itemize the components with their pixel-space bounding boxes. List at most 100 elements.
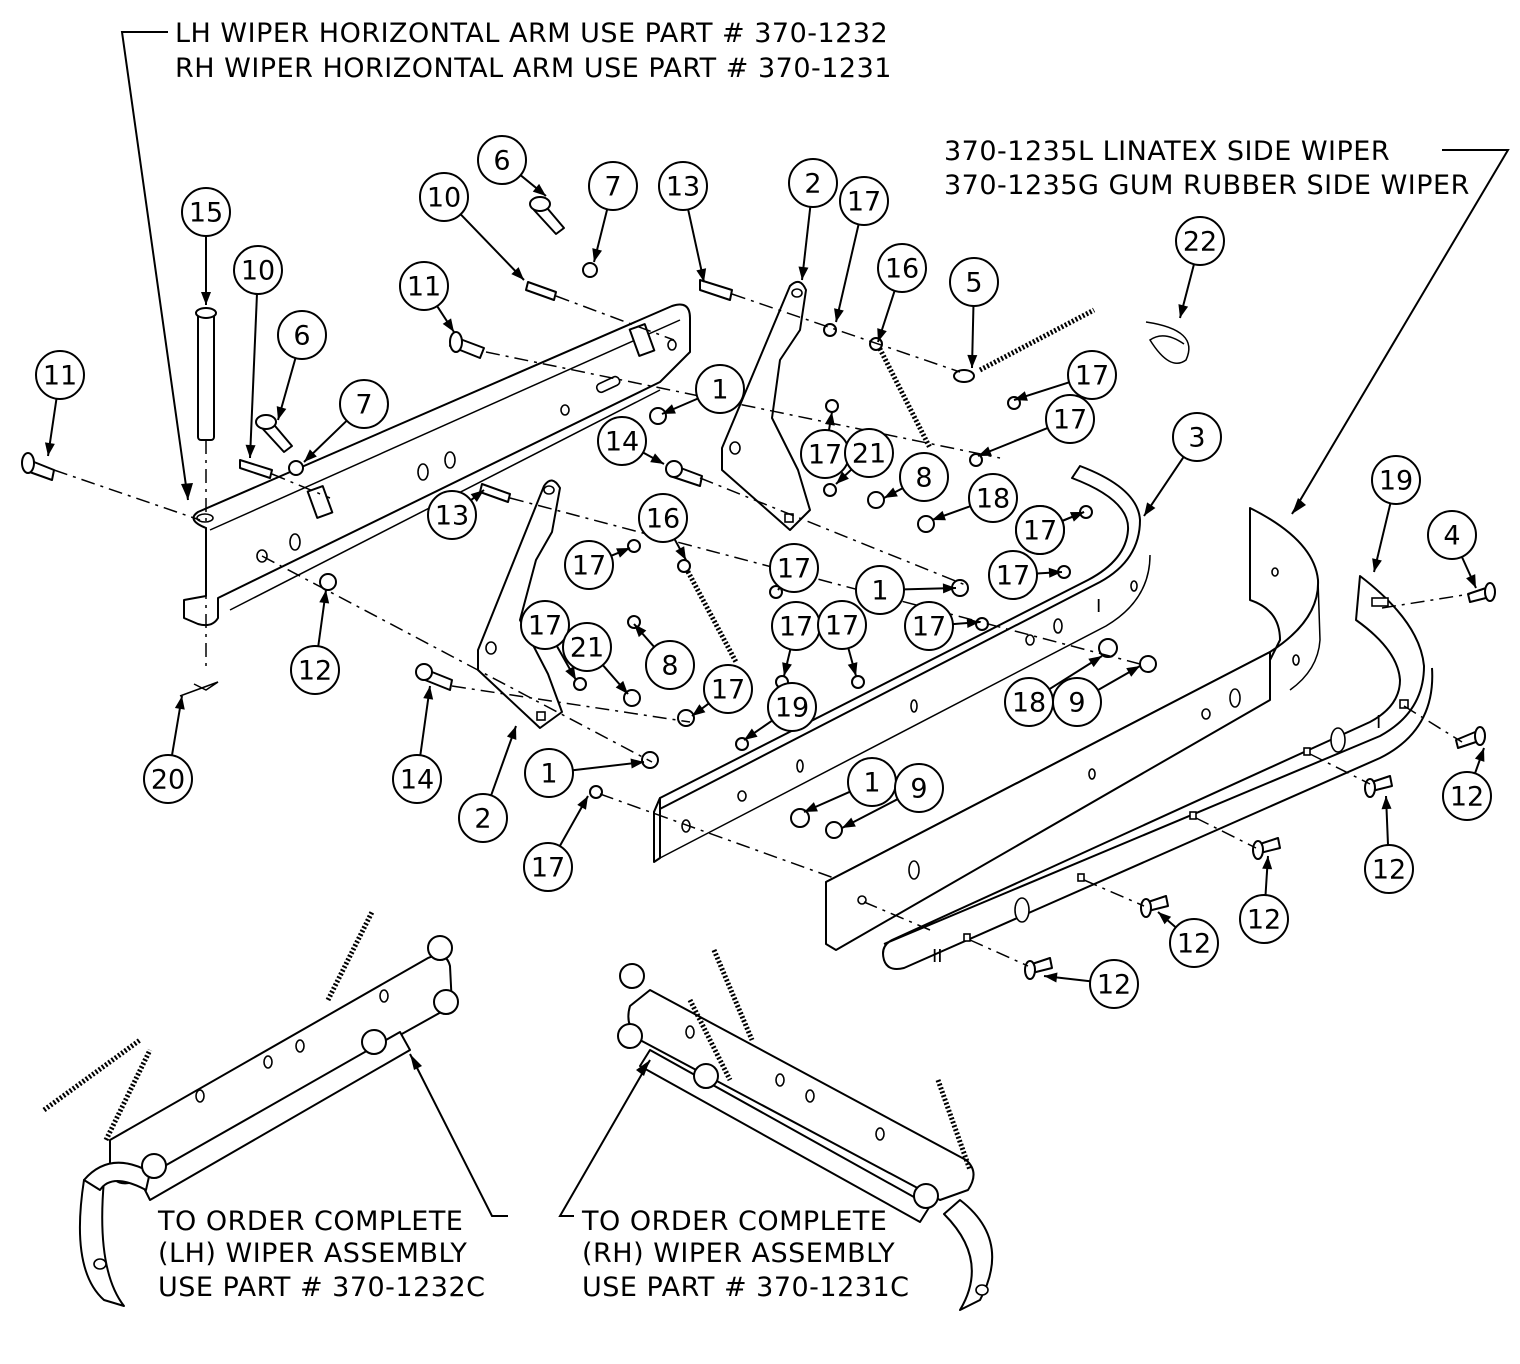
callout-9: 9 [1052,665,1141,727]
callout-number: 12 [1450,782,1484,813]
callout-arrowhead [245,444,256,458]
callout-number: 12 [1247,905,1281,936]
callout-number: 17 [572,551,606,582]
callout-number: 17 [825,611,859,642]
callout-number: 17 [847,187,881,218]
hardware [21,196,1496,980]
callout-5: 5 [949,257,999,369]
callout-number: 17 [996,561,1030,592]
lh-assembly-line3: USE PART # 370-1232C [158,1272,486,1303]
callout-arrowhead [1474,748,1485,762]
callout-arrowhead [630,758,644,769]
callout-arrowhead [1262,856,1273,870]
callout-leader [835,224,860,323]
svg-text:II: II [932,946,943,967]
callout-arrowhead [824,412,835,426]
callout-arrowhead [744,728,758,740]
callout-bubble [1175,216,1225,266]
callout-number: 15 [189,198,223,229]
callout-1: 1 [661,364,745,415]
callout-bubble [877,243,927,293]
callout-number: 11 [43,361,77,392]
callout-arrowhead [423,686,434,700]
callout-bubble [477,135,527,185]
callout-8: 8 [883,452,949,502]
side-wiper-linatex-note: 370-1235L LINATEX SIDE WIPER [944,136,1390,167]
callout-number: 1 [871,576,888,607]
callout-number: 6 [293,321,310,352]
callout-arrowhead [1466,574,1476,588]
callout-number: 13 [666,172,700,203]
callout-bubble [597,416,647,466]
callout-bubble [658,161,708,211]
callout-number: 12 [1177,929,1211,960]
lh-assembly-view: TO ORDER COMPLETE (LH) WIPER ASSEMBLY US… [42,910,508,1307]
callout-17: 17 [769,543,819,593]
callout-6: 6 [276,310,327,421]
callout-17: 17 [1015,505,1085,555]
callout-bubble [392,754,442,804]
callout-arrowhead [662,404,676,414]
callout-number: 18 [1012,688,1046,719]
callout-arrowhead [615,680,628,694]
callout-number: 7 [604,172,621,203]
callout-arrowhead [696,268,707,282]
callout-arrowhead [942,583,956,594]
callout-arrowhead [692,704,706,716]
callout-arrowhead [506,726,517,740]
callout-arrowhead [470,490,484,502]
svg-text:I: I [1376,712,1381,733]
callout-14: 14 [597,416,665,466]
rh-assembly-line3: USE PART # 370-1231C [582,1272,910,1303]
callout-22: 22 [1175,216,1225,319]
callout-arrowhead [847,662,858,676]
callout-13: 13 [658,161,708,283]
callout-number: 11 [407,272,441,303]
callout-6: 6 [477,135,547,197]
callout-17: 17 [977,394,1095,457]
callout-17: 17 [1013,350,1117,401]
callout-arrowhead [782,662,792,676]
callout-bubble [645,640,695,690]
callout-arrowhead [1178,304,1189,318]
arm-rh-note: RH WIPER HORIZONTAL ARM USE PART # 370-1… [175,53,892,84]
callout-bubble [988,550,1038,600]
callout-number: 17 [808,440,842,471]
callout-12: 12 [1364,795,1414,894]
callout-bubble [817,600,867,650]
callout-17: 17 [520,600,577,681]
callout-17: 17 [800,411,850,479]
callout-arrowhead [1144,502,1156,516]
callout-bubble [1239,894,1289,944]
lh-assembly-line1: TO ORDER COMPLETE [157,1206,463,1237]
callout-12: 12 [1239,855,1289,944]
rh-assembly-line2: (RH) WIPER ASSEMBLY [582,1238,895,1269]
callout-arrowhead [592,248,603,262]
callout-arrowhead [577,796,588,810]
callout-1: 1 [803,757,897,813]
callout-arrowhead [201,292,211,305]
callout-number: 20 [151,765,185,796]
callout-bubble [1169,918,1219,968]
callout-number: 19 [775,693,809,724]
callout-arrowhead [1372,558,1382,572]
svg-text:I: I [1096,596,1101,617]
callout-bubble [290,645,340,695]
callout-arrowhead [565,666,576,680]
callout-number: 9 [910,774,927,805]
assembly-axes [53,293,1471,967]
callout-number: 21 [570,633,604,664]
callout-3: 3 [1143,412,1222,517]
callout-17: 17 [904,601,981,651]
callout-arrowhead [511,267,524,280]
callout-bubble [844,428,894,478]
callout-bubble [767,682,817,732]
callout-17: 17 [691,664,753,717]
side-wiper-note: 370-1235L LINATEX SIDE WIPER 370-1235G G… [944,136,1510,515]
callout-bubble [1427,510,1477,560]
callout-arrowhead [304,449,317,462]
callout-number: 17 [1075,361,1109,392]
callout-arrowhead [1048,567,1062,578]
callout-number: 12 [298,656,332,687]
